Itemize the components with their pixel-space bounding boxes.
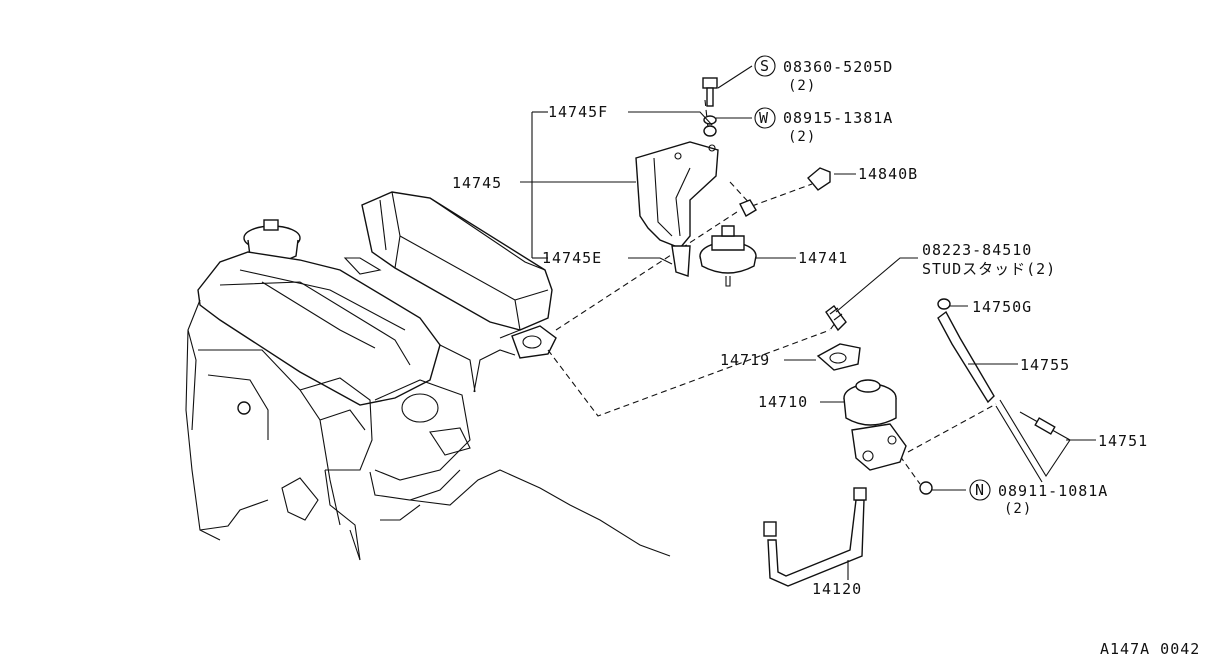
egr-valve-label: 14710 [758,393,808,411]
stud-part-number: 08223-84510 [922,241,1032,259]
washer-symbol-circle [754,107,776,129]
stud-part [825,305,847,332]
bracket-f-label: 14745F [548,103,608,121]
egr-tube-label: 14120 [812,580,862,598]
clamp-label: 14750G [972,298,1032,316]
gasket-part [816,343,861,371]
diagram-id: A147A 0042 [1100,640,1200,658]
egr-tube-part [763,487,867,587]
bolt-symbol: S [760,57,770,75]
nut-part-number: 08911-1081A [998,482,1108,500]
nut-part [919,481,933,495]
bracket-part [635,141,719,277]
nut-symbol: N [975,481,985,499]
washer-quantity: (2) [788,129,816,145]
modulator-label: 14741 [798,249,848,267]
hose-part [937,298,995,404]
washer-symbol: W [759,109,769,127]
bracket-e-label: 14745E [542,249,602,267]
modulator-part [699,225,757,287]
bolt-part [702,77,718,107]
bracket-label: 14745 [452,174,502,192]
tube-part [995,399,1071,483]
stud-description: STUDスタッド(2) [922,260,1056,278]
bolt-symbol-circle [754,55,776,77]
connector-part [739,167,831,217]
connector-label: 14840B [858,165,918,183]
engine-illustration [185,191,671,561]
nut-symbol-circle [969,479,991,501]
tube-label: 14751 [1098,432,1148,450]
egr-valve-part [843,379,907,471]
bolt-quantity: (2) [788,78,816,94]
washer-part [703,115,717,137]
nut-quantity: (2) [1004,501,1032,517]
gasket-label: 14719 [720,351,770,369]
bolt-part-number: 08360-5205D [783,58,893,76]
washer-part-number: 08915-1381A [783,109,893,127]
hose-label: 14755 [1020,356,1070,374]
